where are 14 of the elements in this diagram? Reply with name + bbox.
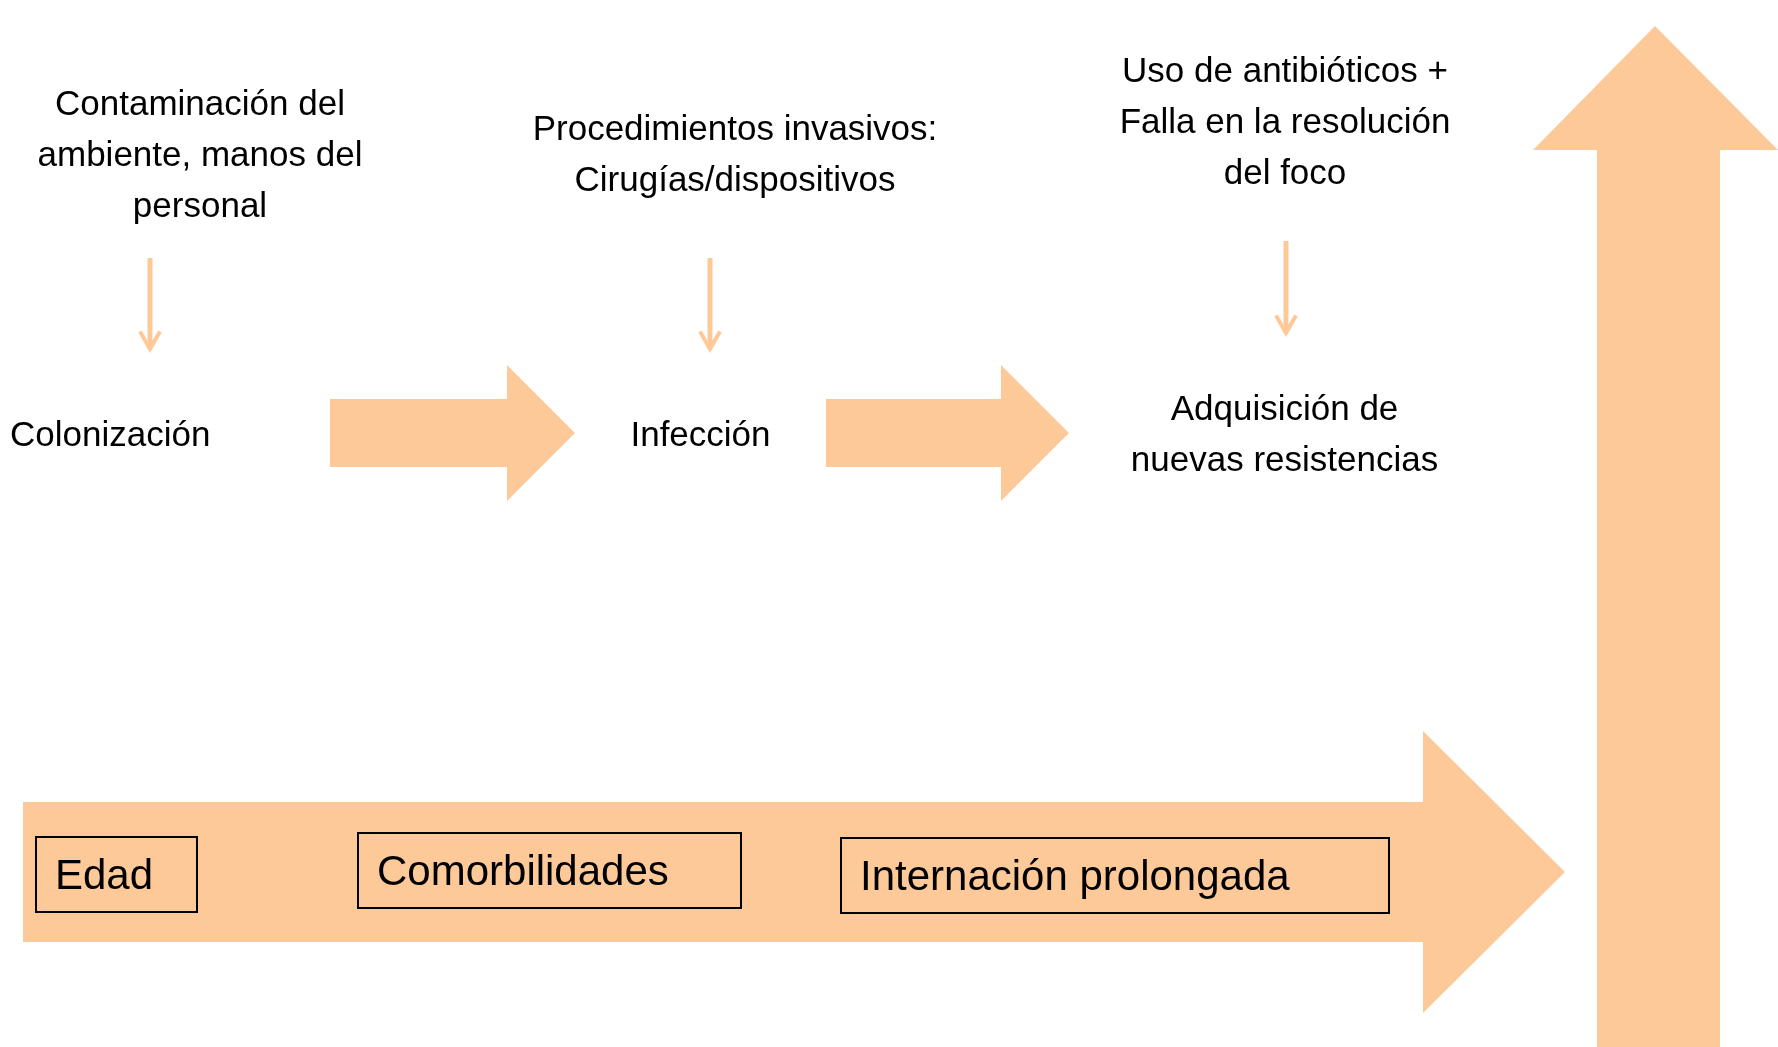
arrow xyxy=(1274,241,1298,335)
node-text: Uso de antibióticos + Falla en la resolución del foco xyxy=(1118,49,1452,193)
factor-box: Internación prolongada xyxy=(840,837,1390,914)
block-arrow xyxy=(826,365,1069,501)
node-text: Adquisición de nuevas resistencias xyxy=(1129,387,1440,480)
factor-box: Comorbilidades xyxy=(357,832,742,909)
node-text: Colonización xyxy=(10,412,211,455)
arrow xyxy=(698,258,722,351)
block-arrow xyxy=(330,365,575,501)
factor-box: Edad xyxy=(35,836,198,913)
arrow xyxy=(138,258,162,351)
node-text: Contaminación del ambiente, manos del personal xyxy=(36,81,364,226)
node-text: Infección xyxy=(630,412,771,455)
node-text: Procedimientos invasivos: Cirugías/dispositivos xyxy=(531,107,939,200)
